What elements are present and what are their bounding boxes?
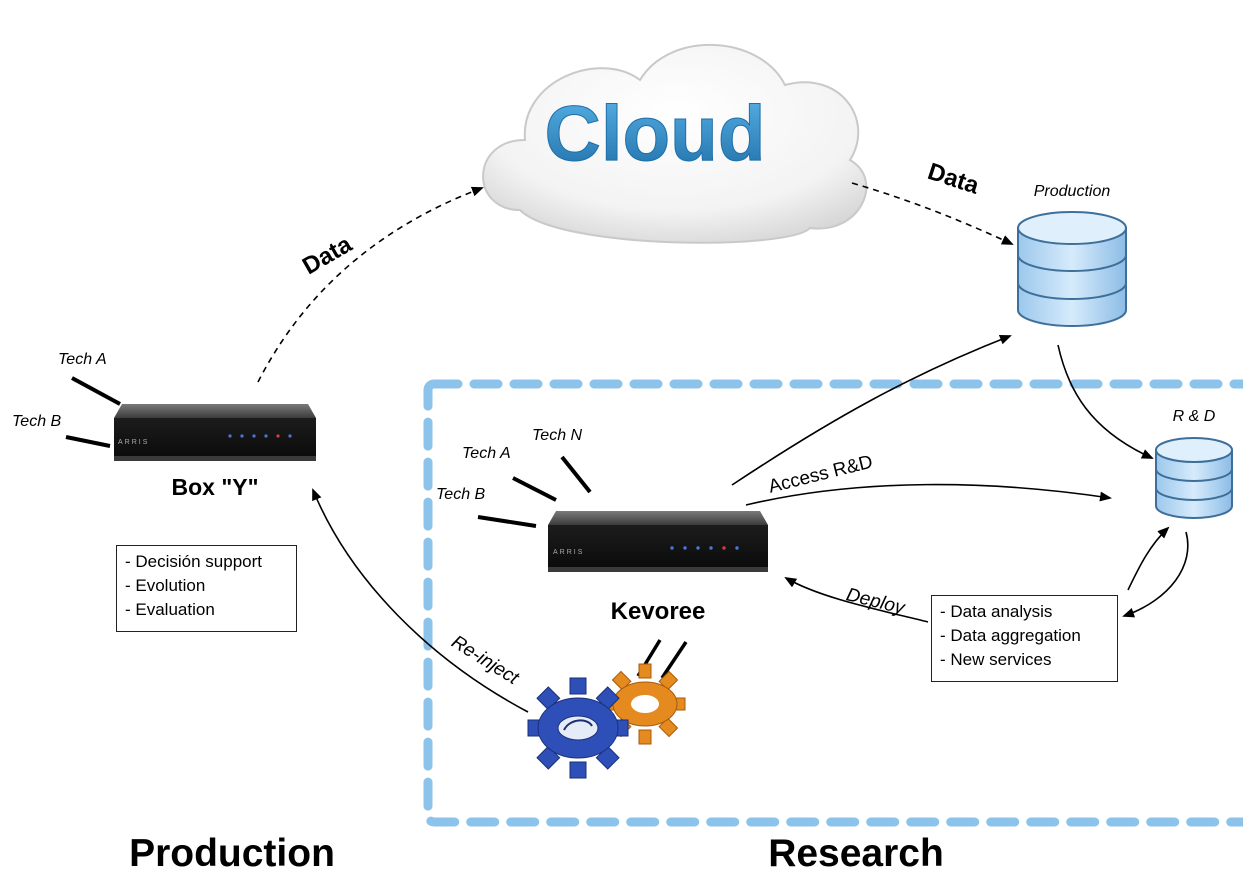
kevoree-device-icon (548, 511, 768, 572)
production-database-label: Production (1034, 183, 1111, 200)
flow-production-to-rd (1057, 344, 1154, 459)
flow-deploy (784, 576, 929, 623)
rd-database-icon (1155, 437, 1233, 519)
rd-service-item: - Data aggregation (940, 626, 1081, 645)
data-label-right: Data (924, 158, 982, 200)
cloud-label: Cloud (545, 89, 766, 177)
flow-kevoree-to-production (731, 334, 1012, 486)
kevoree-tech-b-label: Tech B (436, 486, 486, 503)
box-y-tech-a-label: Tech A (58, 351, 107, 368)
flow-access-rd (745, 483, 1112, 506)
kevoree-tech-a-label: Tech A (462, 445, 511, 462)
reinject-label: Re-inject (448, 632, 523, 690)
data-flow-cloud-to-production (851, 182, 1014, 245)
flow-services-to-rd (1127, 526, 1170, 591)
box-y-brand: ARRIS (118, 439, 149, 446)
kevoree-title: Kevoree (611, 598, 706, 625)
box-y-title: Box "Y" (172, 474, 259, 500)
data-label-left: Data (298, 230, 357, 280)
box-y-tech-b-label: Tech B (12, 413, 62, 430)
kevoree-gear-link-2 (660, 641, 688, 679)
rd-services-box: - Data analysis - Data aggregation - New… (931, 595, 1118, 682)
rd-service-item: - New services (940, 650, 1052, 669)
data-flow-box-to-cloud (257, 186, 484, 383)
box-y-capability-item: - Evaluation (125, 600, 215, 619)
cloud-icon: Cloud (482, 43, 868, 244)
rd-database-label: R & D (1173, 408, 1216, 425)
kevoree-tech-n-connector (560, 455, 592, 494)
rd-service-item: - Data analysis (940, 602, 1053, 621)
box-y-device-icon (114, 404, 316, 461)
flow-reinject (312, 488, 529, 713)
blue-gear-icon (527, 677, 629, 779)
box-y-tech-b-connector (65, 435, 111, 448)
research-zone-border (423, 379, 1243, 827)
flow-rd-to-services (1122, 531, 1189, 618)
kevoree-tech-a-connector (512, 476, 557, 502)
deploy-label: Deploy (844, 584, 908, 619)
kevoree-tech-n-label: Tech N (532, 427, 583, 444)
box-y-capability-item: - Evolution (125, 576, 206, 595)
box-y-capability-item: - Decisión support (125, 552, 263, 571)
kevoree-brand: ARRIS (553, 549, 584, 556)
production-zone-label: Production (129, 832, 335, 871)
research-zone-label: Research (768, 832, 944, 871)
box-y-capabilities-box: - Decisión support - Evolution - Evaluat… (116, 545, 297, 632)
box-y-tech-a-connector (71, 376, 121, 406)
kevoree-tech-b-connector (477, 515, 537, 528)
production-database-icon (1017, 211, 1127, 327)
